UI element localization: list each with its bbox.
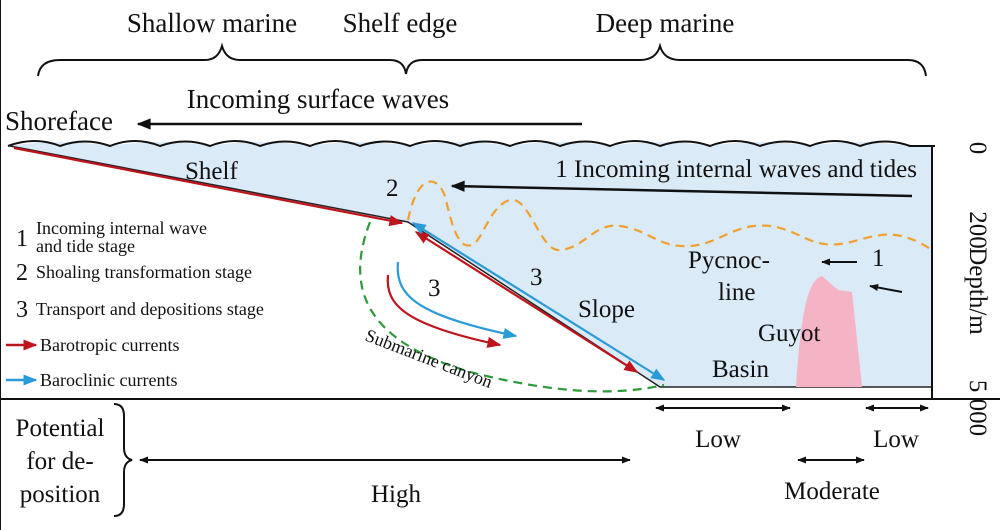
stage1-arrow-lower [869, 283, 903, 293]
legend-baroclinic: Baroclinic currents [40, 370, 177, 390]
pycnocline-label-2: line [718, 279, 756, 306]
depth-tick-0: 0 [964, 142, 991, 155]
zone-shallow-marine: Shallow marine [127, 8, 297, 38]
legend: 1 Incoming internal wave and tide stage … [6, 218, 264, 390]
legend-barotropic: Barotropic currents [40, 335, 179, 355]
shelf-label: Shelf [185, 158, 238, 185]
depth-tick-200: 200 [964, 211, 991, 249]
stage-num-2: 2 [386, 175, 399, 202]
stage-num-3-slope: 3 [530, 264, 543, 291]
deposition-brace [113, 403, 133, 517]
incoming-surface-waves-label: Incoming surface waves [187, 84, 449, 114]
deposition-moderate: Moderate [784, 478, 880, 505]
deposition-low-2: Low [873, 426, 919, 453]
zone-deep-marine: Deep marine [596, 8, 735, 38]
guyot-seamount [796, 276, 862, 387]
legend-num-1: 1 [16, 226, 28, 252]
internal-waves-label: 1 Incoming internal waves and tides [555, 156, 917, 183]
submarine-canyon-label: Submarine canyon [363, 325, 496, 392]
legend-item2: Shoaling transformation stage [36, 262, 252, 282]
deposition-title-2: for de- [26, 448, 93, 475]
legend-item3: Transport and depositions stage [36, 299, 264, 319]
guyot-label: Guyot [758, 320, 821, 347]
baroclinic-slope-arrow [411, 222, 666, 381]
shoreface-label: Shoreface [5, 106, 113, 136]
legend-num-3: 3 [16, 297, 28, 323]
basin-label: Basin [712, 356, 769, 383]
barotropic-shelf-arrow [13, 146, 404, 227]
legend-num-2: 2 [16, 260, 28, 286]
stage-num-1: 1 [872, 245, 885, 272]
depth-axis-title: Depth/m [964, 247, 991, 335]
internal-waves-arrow [450, 180, 913, 198]
deposition-high: High [371, 481, 422, 508]
depth-tick-5000: 5 000 [964, 380, 991, 436]
zone-braces [37, 42, 927, 77]
zone-shelf-edge: Shelf edge [343, 8, 458, 38]
barotropic-canyon-arrow [386, 274, 502, 348]
baroclinic-canyon-arrow [396, 261, 518, 339]
legend-item1-line1: Incoming internal wave [36, 218, 207, 238]
deposition-low-1: Low [695, 426, 741, 453]
water-body [10, 142, 932, 387]
stage-num-3-canyon: 3 [428, 275, 441, 302]
deposition-title-3: position [20, 481, 101, 508]
legend-item1-line2: and tide stage [36, 236, 135, 256]
pycnocline-label-1: Pycnoc- [688, 247, 770, 274]
deposition-title-1: Potential [16, 415, 105, 442]
slope-label: Slope [578, 296, 635, 323]
sea-surface-line [7, 140, 935, 148]
